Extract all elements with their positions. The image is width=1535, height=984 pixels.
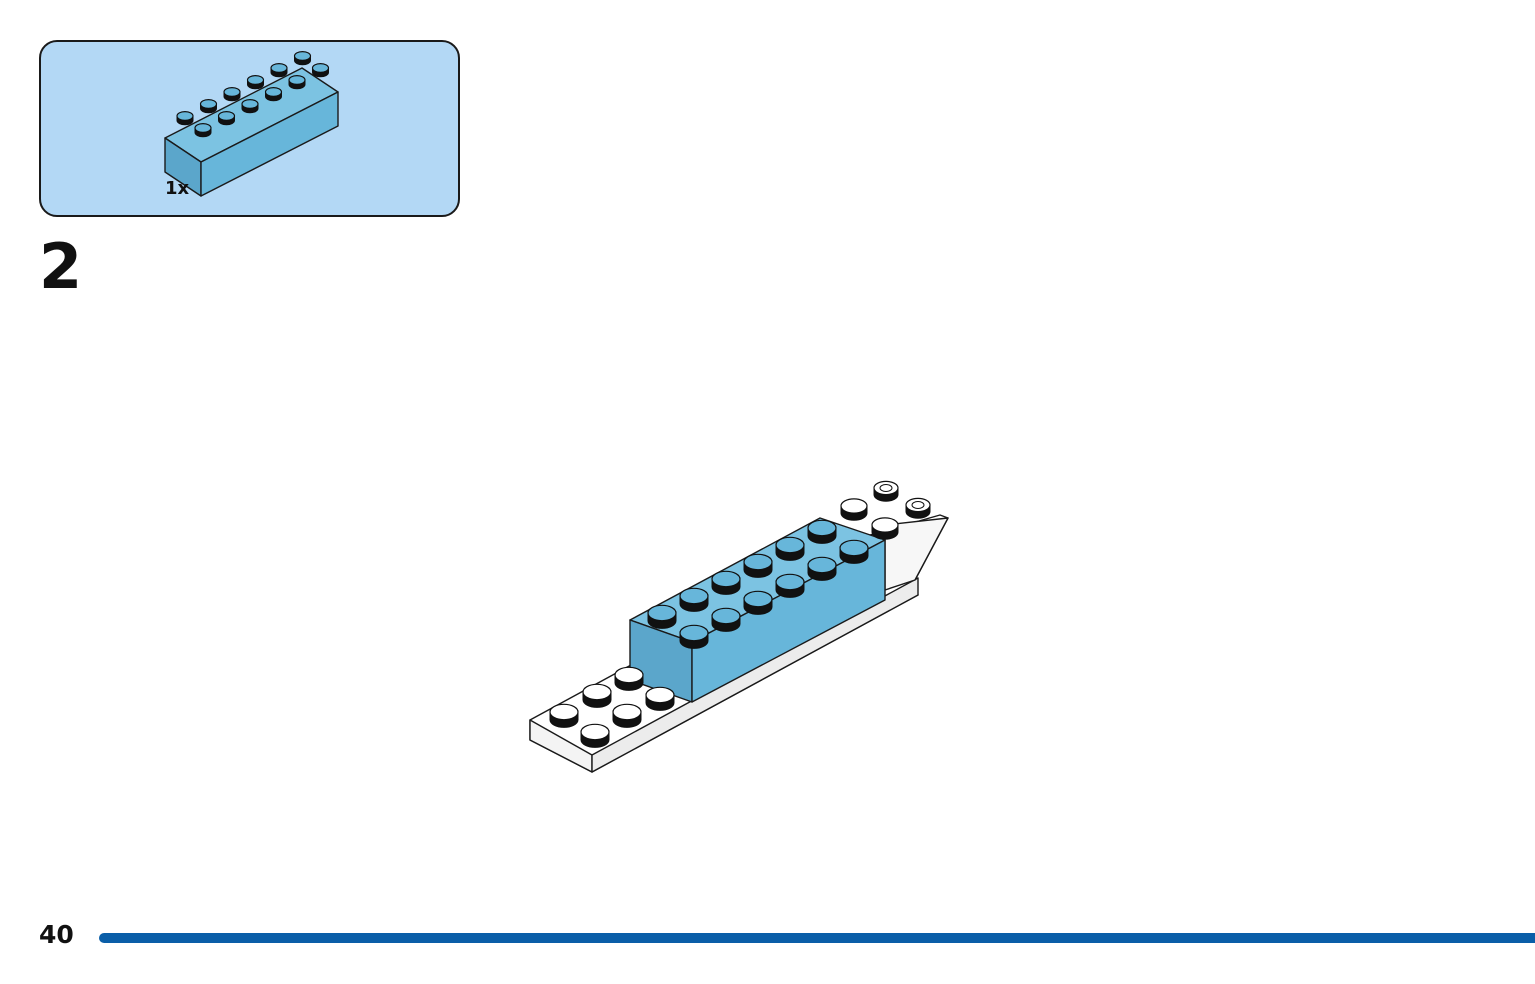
- model-white-stud: [582, 683, 612, 708]
- step-number: 2: [39, 230, 83, 303]
- part-stud: [194, 122, 212, 138]
- part-quantity-label: 1x: [165, 178, 190, 199]
- model-blue-stud: [807, 556, 837, 581]
- part-stud: [241, 98, 259, 114]
- part-stud: [223, 87, 241, 102]
- model-white-stud: [549, 703, 579, 728]
- model-hollow-stud-opening: [879, 484, 893, 492]
- part-stud: [311, 62, 330, 78]
- model-hollow-stud: [873, 480, 899, 502]
- model-blue-stud: [711, 570, 741, 595]
- model-blue-stud: [711, 607, 741, 632]
- model-white-stud: [614, 666, 644, 691]
- page-number: 40: [39, 920, 74, 949]
- model-hollow-stud-opening: [911, 501, 925, 509]
- part-stud: [270, 62, 288, 78]
- model-blue-stud: [839, 539, 869, 564]
- model-blue-stud: [775, 536, 805, 561]
- part-stud: [264, 87, 283, 102]
- model-white-stud: [871, 517, 899, 540]
- part-stud: [288, 75, 306, 90]
- parts-callout: 1x: [39, 40, 460, 217]
- model-white-stud: [612, 703, 642, 728]
- footer-rule: [99, 933, 1535, 943]
- part-stud: [246, 75, 265, 90]
- build-step-model-image: [529, 480, 949, 773]
- model-white-stud: [645, 686, 675, 711]
- model-white-stud: [840, 498, 868, 521]
- part-stud: [176, 110, 194, 126]
- model-blue-stud: [775, 573, 805, 598]
- part-stud: [199, 98, 218, 114]
- model-blue-stud: [679, 587, 709, 612]
- part-stud: [217, 110, 236, 126]
- model-blue-stud: [743, 553, 773, 578]
- part-brick-2x6-image: [164, 51, 339, 197]
- model-blue-stud: [647, 604, 677, 629]
- model-blue-stud: [743, 590, 773, 615]
- model-white-stud: [580, 723, 610, 748]
- model-blue-stud: [807, 519, 837, 544]
- part-stud: [293, 51, 312, 66]
- model-blue-stud: [679, 624, 709, 649]
